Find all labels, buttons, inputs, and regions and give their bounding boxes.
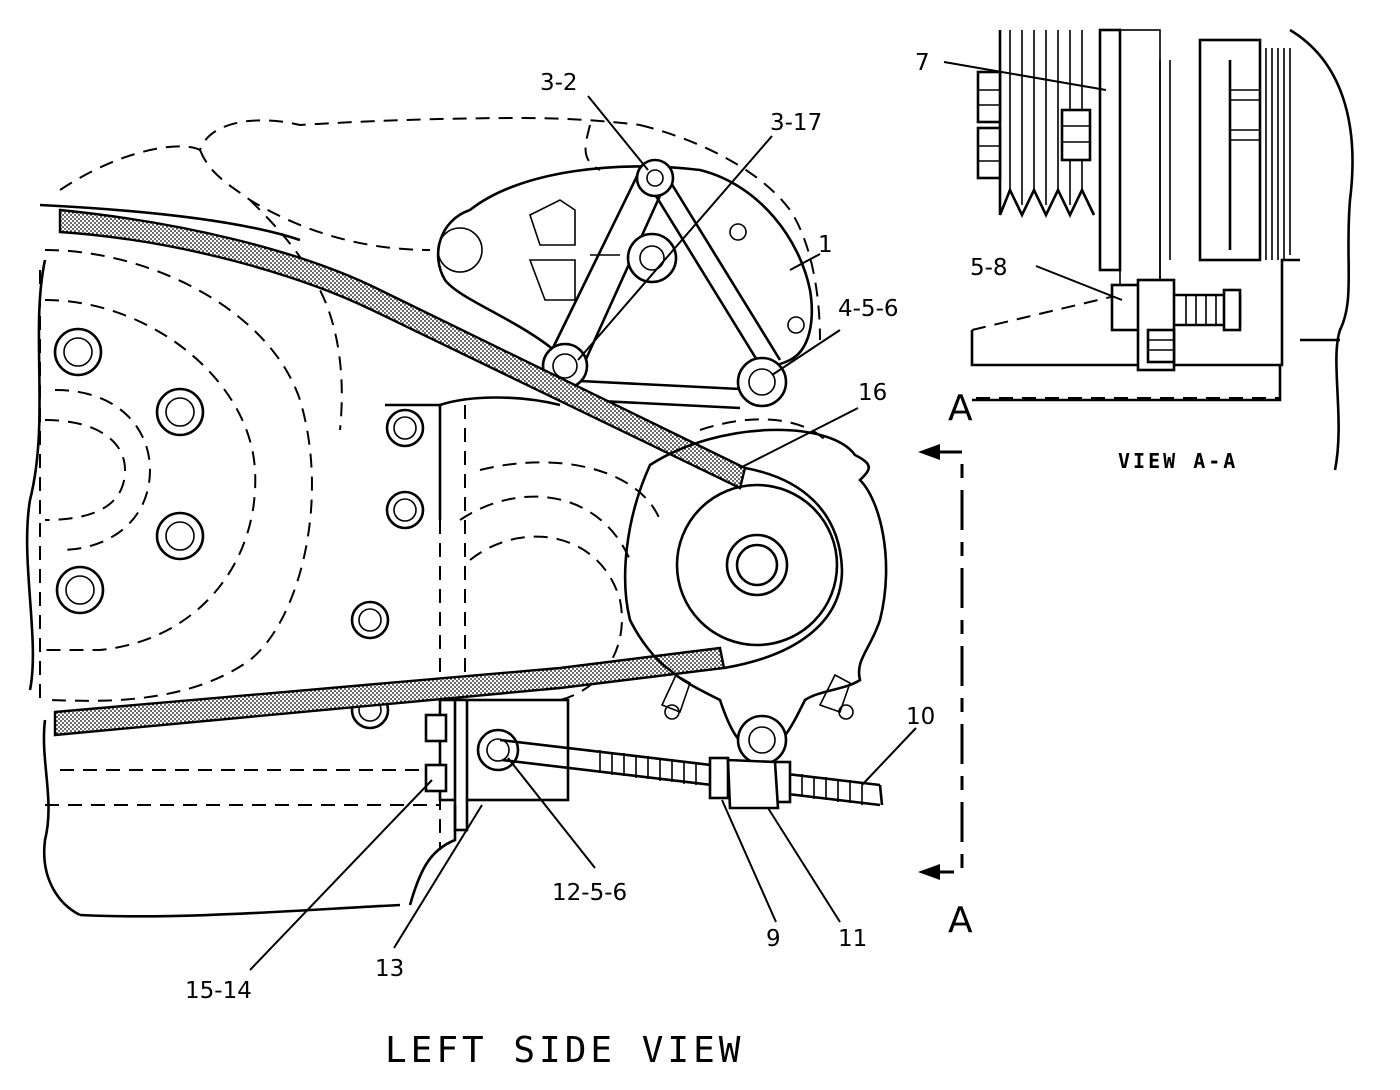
main-title: LEFT SIDE VIEW: [385, 1030, 744, 1071]
pulley-grooves: [998, 30, 1096, 219]
view-title: VIEW A-A: [1118, 449, 1238, 473]
callout-labels: 3-2 3-17 1 4-5-6 16 10 12-5-6 9 11 13 15…: [185, 50, 1008, 1004]
callout-13: 13: [375, 956, 404, 982]
callout-3-2: 3-2: [540, 70, 578, 96]
pulley-bolt: [53, 327, 205, 615]
callout-3-17: 3-17: [770, 110, 822, 136]
callout-12-5-6: 12-5-6: [552, 880, 627, 906]
callout-11: 11: [838, 926, 867, 952]
adjusting-link: [541, 158, 788, 410]
callout-10: 10: [906, 704, 935, 730]
section-line-a-a: [918, 444, 964, 880]
adjusting-bracket: [408, 698, 570, 906]
hex-bolt: [976, 70, 1002, 180]
left-side-view: [25, 95, 917, 971]
callout-9: 9: [766, 926, 781, 952]
mounting-bracket: [436, 165, 814, 368]
section-bracket: [1110, 278, 1242, 372]
callout-7: 7: [915, 50, 930, 76]
drive-belt: [53, 208, 844, 737]
callout-4-5-6: 4-5-6: [838, 296, 899, 322]
adjusting-rod: [499, 738, 884, 810]
section-letter-bottom: A: [948, 900, 973, 941]
callout-16: 16: [858, 380, 887, 406]
leader-lines: [249, 95, 917, 971]
block-bolt: [350, 408, 425, 730]
view-a-a: [943, 28, 1354, 471]
section-letter-view: A: [948, 388, 973, 429]
crankshaft-pulley: [25, 203, 313, 917]
alternator: [623, 418, 888, 766]
callout-5-8: 5-8: [970, 255, 1008, 281]
callout-1: 1: [818, 232, 833, 258]
callout-15-14: 15-14: [185, 978, 252, 1004]
